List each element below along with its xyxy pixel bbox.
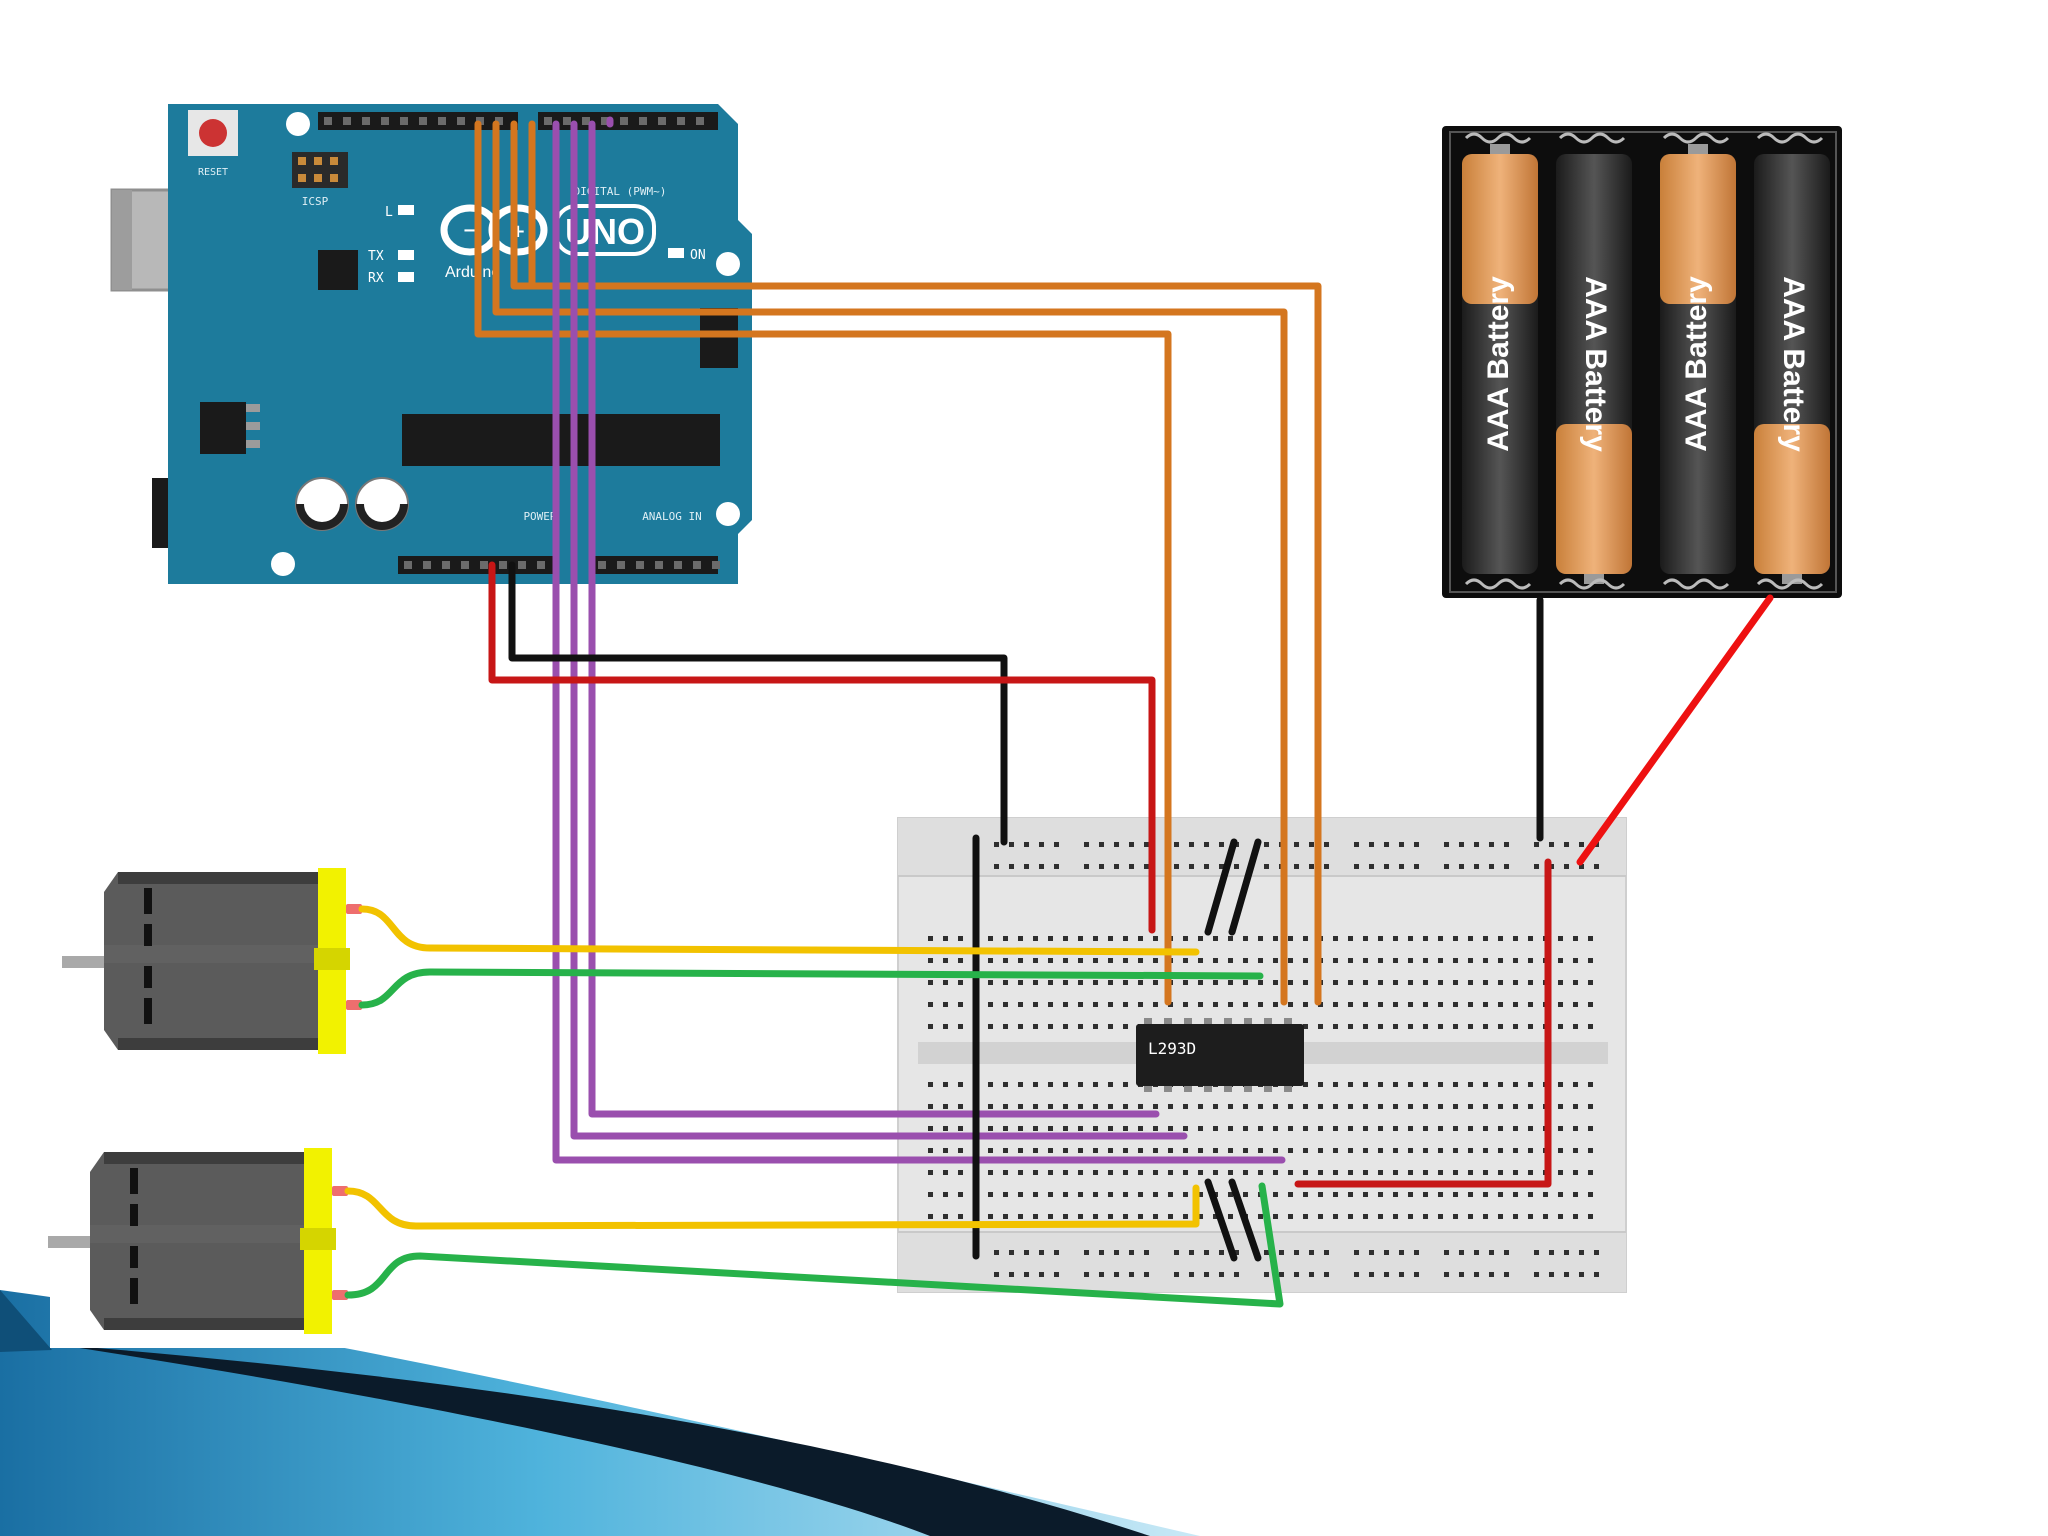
brand-label: Arduino bbox=[445, 264, 500, 281]
wire bbox=[510, 120, 1322, 1006]
wire bbox=[474, 120, 1172, 1006]
battery-label: AAA Battery bbox=[1482, 276, 1515, 452]
reset-label: RESET bbox=[198, 167, 228, 178]
wire bbox=[1228, 1178, 1262, 1262]
led-on-label: ON bbox=[690, 248, 706, 263]
wire bbox=[488, 561, 1156, 934]
capacitors bbox=[295, 477, 409, 531]
model-label: UNO bbox=[565, 211, 645, 252]
crystal bbox=[700, 308, 738, 368]
wire bbox=[1204, 838, 1238, 936]
wire bbox=[588, 120, 1160, 1118]
wire bbox=[1228, 838, 1262, 936]
battery-cell: AAA Battery bbox=[1556, 154, 1632, 584]
wire bbox=[358, 905, 1200, 956]
led-tx-label: TX bbox=[368, 249, 384, 264]
arduino-board: RESET ICSP DIGITAL (PWM~) L TX RX ON − +… bbox=[110, 104, 752, 584]
ic-label: L293D bbox=[1148, 1039, 1196, 1058]
breadboard bbox=[897, 817, 1627, 1293]
usb-chip bbox=[318, 250, 358, 290]
battery-cell: AAA Battery bbox=[1660, 144, 1736, 574]
reset-button-cap bbox=[199, 119, 227, 147]
motor-1 bbox=[62, 868, 362, 1054]
slide-swoosh bbox=[0, 1290, 1200, 1536]
wire bbox=[358, 968, 1264, 1009]
battery-label: AAA Battery bbox=[1680, 276, 1713, 452]
battery-pack: AAA Battery AAA Battery AAA Battery AAA Bat… bbox=[1442, 126, 1842, 598]
svg-text:−: − bbox=[462, 220, 477, 241]
l293d-chip: L293D bbox=[1136, 1018, 1304, 1092]
digital-header-label: DIGITAL (PWM~) bbox=[574, 185, 667, 198]
battery-cell: AAA Battery bbox=[1462, 144, 1538, 574]
power-header bbox=[398, 556, 556, 574]
battery-cell: AAA Battery bbox=[1754, 154, 1830, 584]
power-header-label: POWER bbox=[523, 510, 556, 523]
icsp-label: ICSP bbox=[302, 195, 329, 208]
wire bbox=[492, 120, 1288, 1006]
led-rx-label: RX bbox=[368, 271, 384, 286]
wire bbox=[508, 561, 1008, 846]
battery-label: AAA Battery bbox=[1579, 276, 1612, 452]
wire bbox=[344, 1182, 1284, 1308]
wire bbox=[1204, 1178, 1238, 1262]
wire bbox=[552, 120, 1286, 1164]
voltage-regulator bbox=[200, 402, 246, 454]
analog-header-label: ANALOG IN bbox=[642, 510, 702, 523]
battery-label: AAA Battery bbox=[1777, 276, 1810, 452]
led-l-label: L bbox=[385, 205, 393, 220]
wire bbox=[1576, 594, 1774, 866]
wire bbox=[570, 120, 1188, 1140]
motor-2 bbox=[48, 1148, 348, 1334]
wire bbox=[344, 1184, 1200, 1230]
digital-header-left bbox=[318, 112, 518, 130]
atmega-chip bbox=[402, 414, 720, 466]
wire bbox=[1294, 858, 1552, 1188]
